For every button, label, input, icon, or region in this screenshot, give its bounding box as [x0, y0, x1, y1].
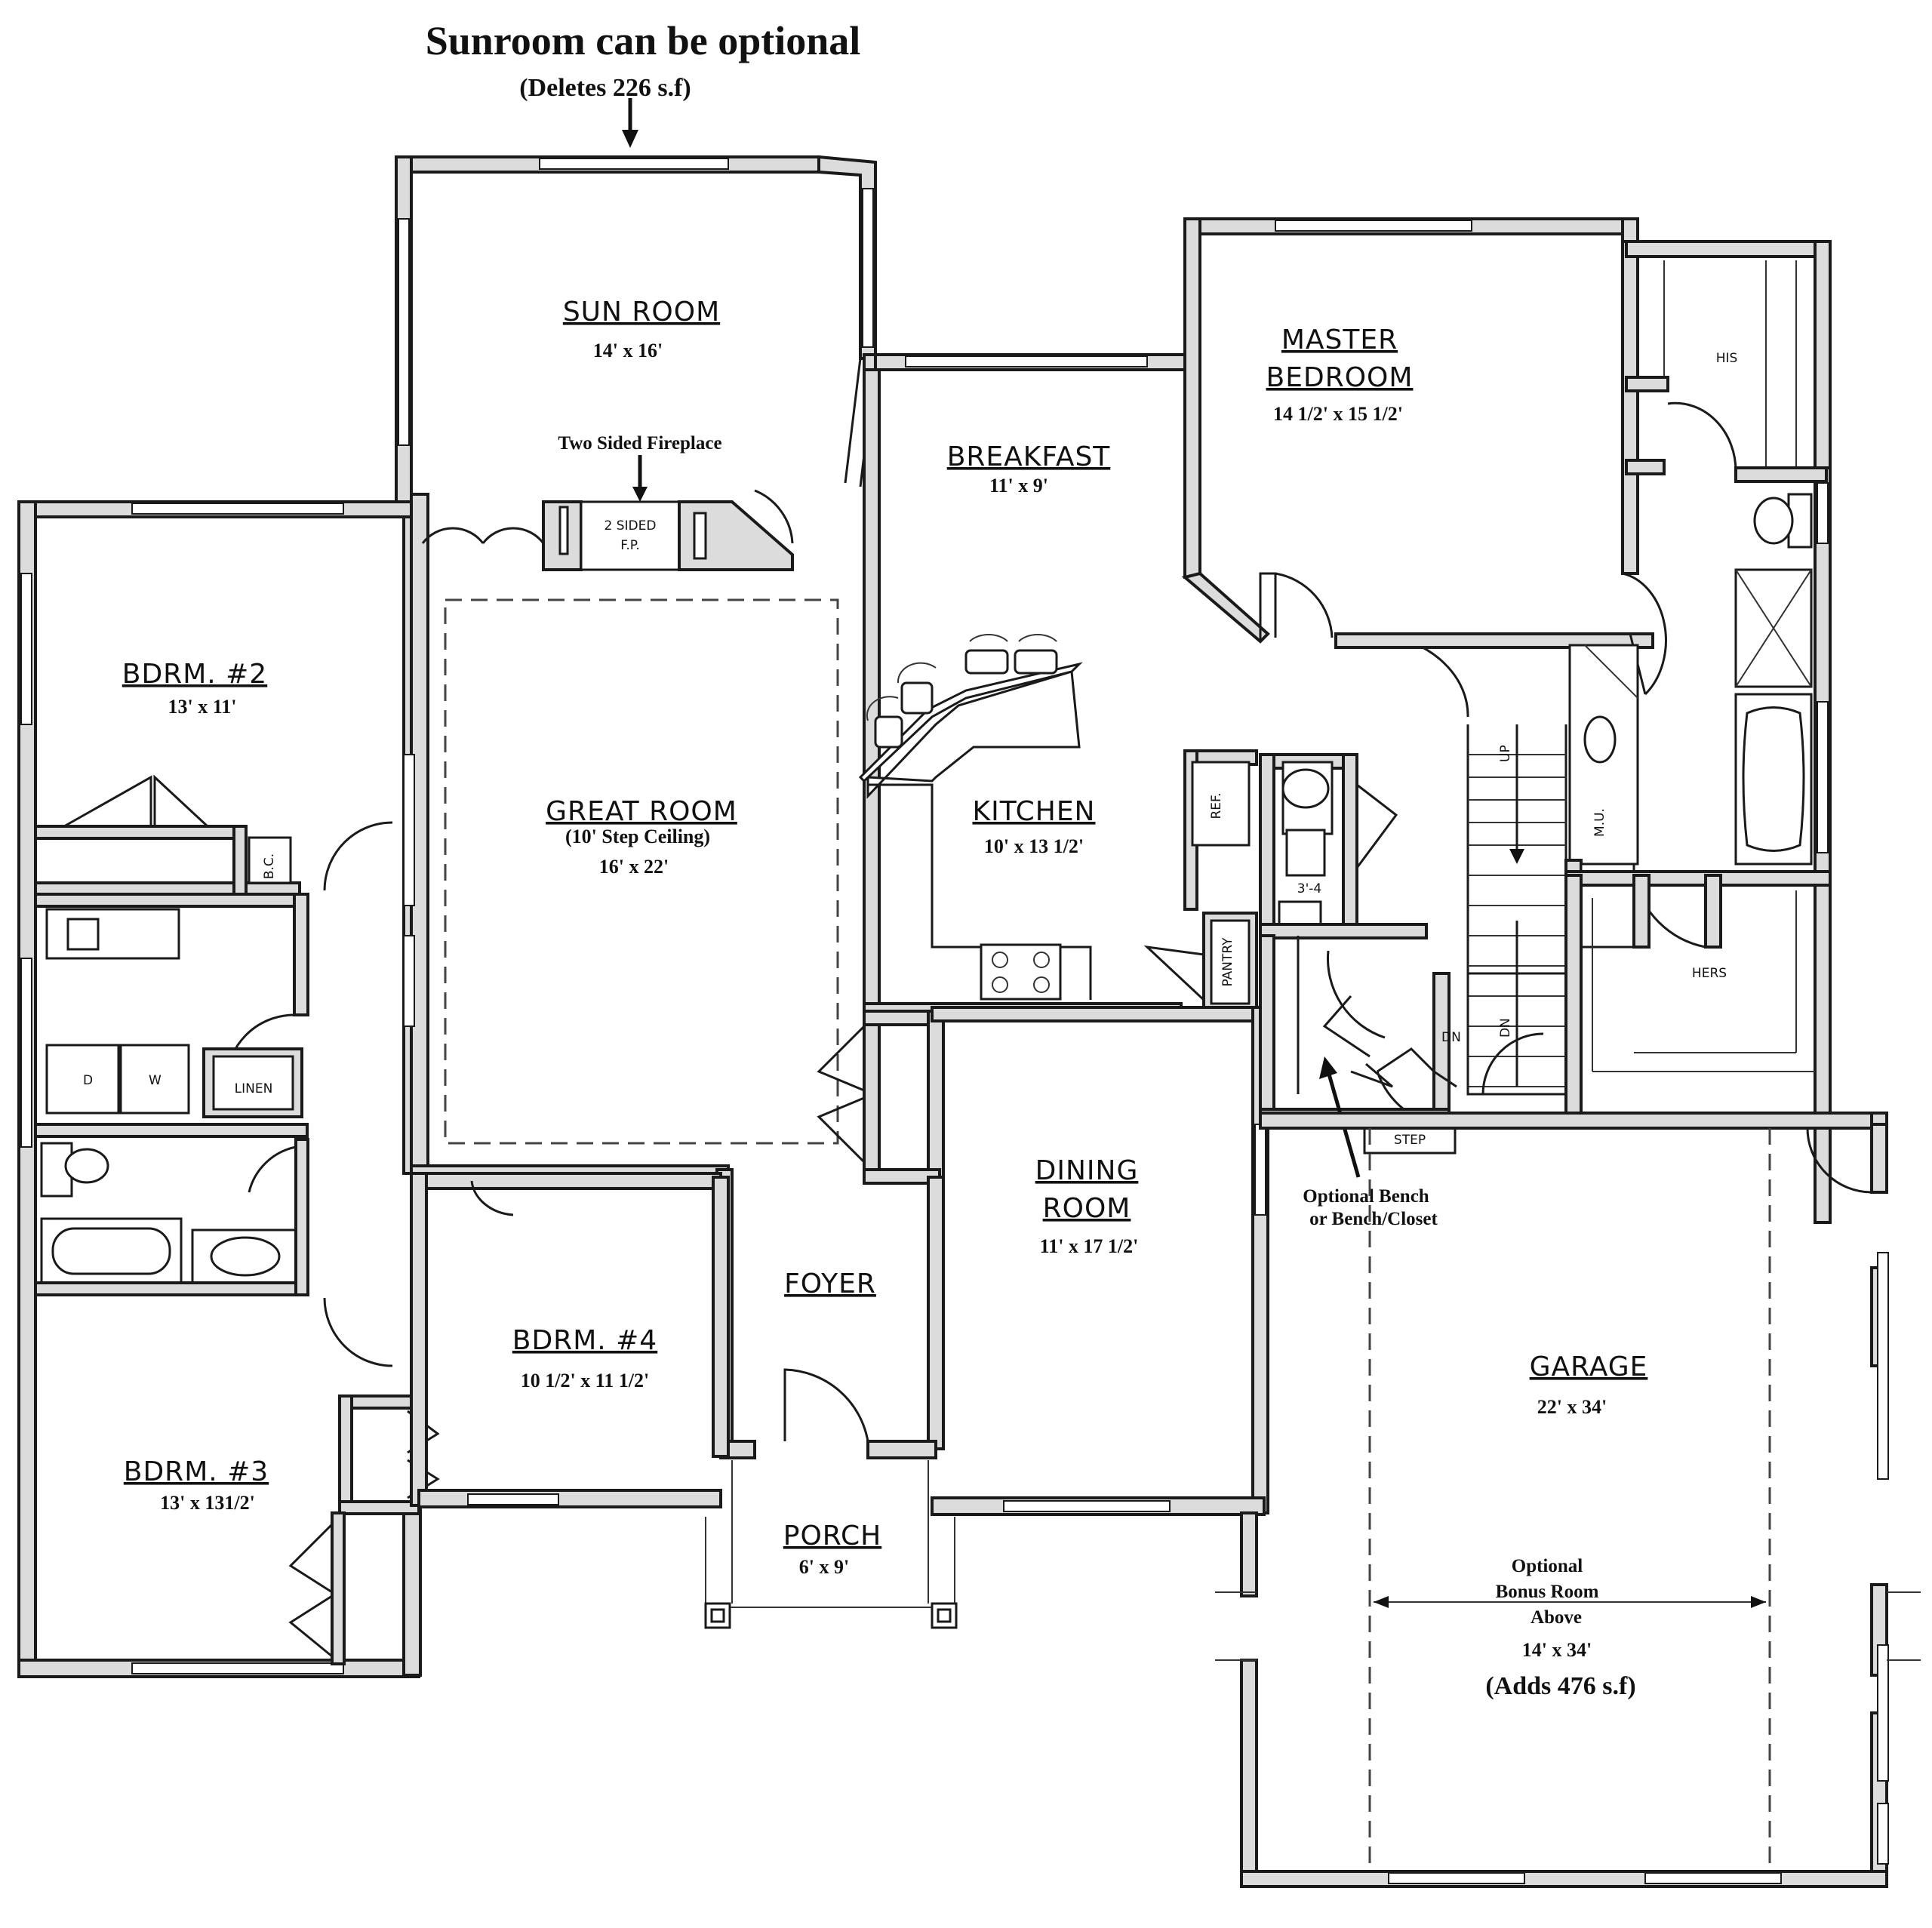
bdrm4-walls: [410, 1172, 730, 1508]
fireplace-label-1: 2 SIDED: [605, 518, 657, 534]
foyer-walls: [715, 1010, 945, 1459]
hers-label: HERS: [1692, 966, 1727, 981]
foyer-name: FOYER: [784, 1268, 876, 1299]
master-walls: [1181, 217, 1667, 696]
bench-note-2: or Bench/Closet: [1309, 1209, 1438, 1229]
garage-size: 22' x 34': [1537, 1396, 1607, 1418]
breakfast-size: 11' x 9': [989, 475, 1048, 497]
bdrm4-size: 10 1/2' x 11 1/2': [521, 1370, 649, 1391]
two-sided-fireplace: [421, 500, 794, 571]
hall-bath: [34, 1138, 309, 1296]
step-label: STEP: [1394, 1133, 1426, 1148]
ref-label: REF.: [1209, 792, 1224, 819]
his-label: HIS: [1716, 351, 1738, 366]
bdrm2-closet: [34, 774, 301, 896]
breakfast-name: BREAKFAST: [947, 441, 1111, 472]
bonus-size: 14' x 34': [1522, 1639, 1592, 1661]
bench-note-1: Optional Bench: [1303, 1186, 1429, 1207]
fireplace-arrow-icon: [632, 455, 648, 502]
hall-doors: [323, 821, 393, 1367]
great-room-note: (10' Step Ceiling): [565, 826, 710, 847]
kitchen-island: [858, 634, 1092, 1001]
pantry-label: PANTRY: [1220, 937, 1235, 987]
laundry-area: [34, 893, 309, 1138]
stair-up-label: UP: [1498, 745, 1513, 762]
bdrm4-name: BDRM. #4: [512, 1325, 657, 1356]
porch-size: 6' x 9': [799, 1556, 849, 1578]
bdrm2-name: BDRM. #2: [122, 659, 267, 690]
bonus-note-2: Bonus Room: [1496, 1582, 1599, 1602]
porch-name: PORCH: [783, 1521, 881, 1551]
washer-label: W: [149, 1073, 162, 1088]
fireplace-note: Two Sided Fireplace: [558, 433, 721, 454]
bc-label: B.C.: [262, 853, 277, 879]
sunroom-size: 14' x 16': [593, 340, 663, 361]
bonus-note-1: Optional: [1512, 1556, 1583, 1576]
header-subtitle: (Deletes 226 s.f): [519, 74, 691, 102]
pantry-ref: [1143, 749, 1258, 1016]
header-title: Sunroom can be optional: [426, 18, 861, 63]
master-size: 14 1/2' x 15 1/2': [1273, 403, 1403, 425]
sunroom-arrow-icon: [622, 98, 638, 148]
sunroom-name: SUN ROOM: [563, 297, 720, 327]
dining-name-2: ROOM: [1043, 1193, 1131, 1224]
bonus-note-3: Above: [1531, 1607, 1582, 1628]
fireplace-label-2: F.P.: [620, 538, 639, 553]
master-name-1: MASTER: [1281, 324, 1398, 355]
dining-name-1: DINING: [1035, 1155, 1139, 1186]
half-bath-label: 3'-4: [1297, 881, 1321, 896]
bdrm3-size: 13' x 131/2': [160, 1492, 255, 1514]
porch: [704, 1460, 958, 1629]
great-room-name: GREAT ROOM: [546, 796, 737, 827]
linen-label: LINEN: [235, 1081, 273, 1096]
stair-down-label: DN: [1498, 1018, 1513, 1038]
great-room-size: 16' x 22': [599, 856, 669, 878]
dining-walls: [931, 1006, 1269, 1516]
master-bath: [1564, 240, 1832, 1224]
bonus-adds: (Adds 476 s.f): [1485, 1672, 1635, 1700]
kitchen-name: KITCHEN: [973, 796, 1096, 827]
mu-label: M.U.: [1592, 808, 1607, 837]
bdrm3-name: BDRM. #3: [124, 1456, 269, 1487]
bdrm2-size: 13' x 11': [168, 696, 236, 718]
dining-size: 11' x 17 1/2': [1040, 1235, 1139, 1257]
master-name-2: BEDROOM: [1266, 362, 1414, 393]
sunroom-windows: [398, 158, 874, 446]
dryer-label: D: [83, 1073, 93, 1088]
step-down-label: DN: [1441, 1030, 1461, 1045]
kitchen-size: 10' x 13 1/2': [984, 835, 1084, 857]
garage-walls: [1215, 1112, 1921, 1888]
garage-name: GARAGE: [1530, 1351, 1648, 1382]
